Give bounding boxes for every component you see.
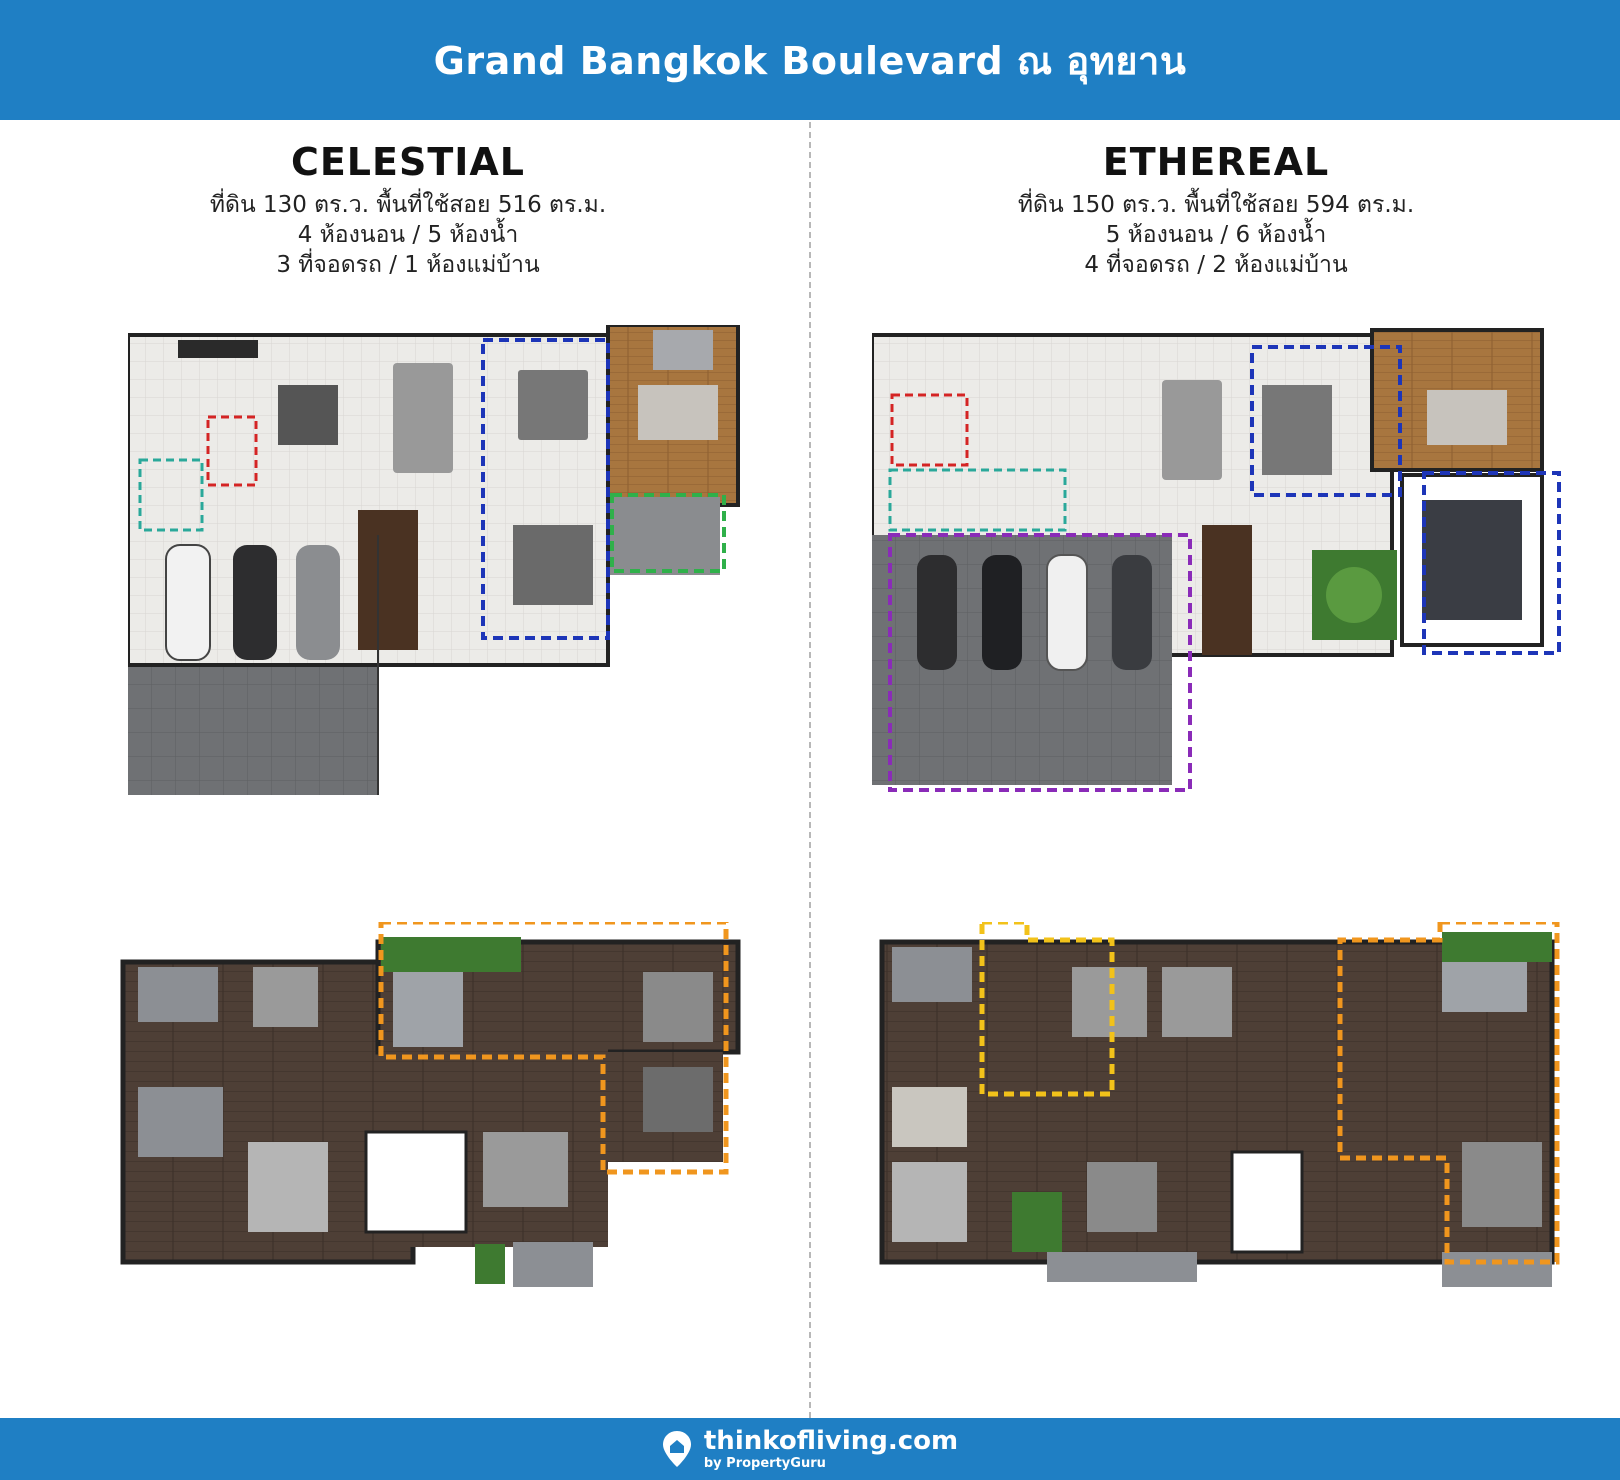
footer-banner: thinkofliving.com by PropertyGuru xyxy=(0,1418,1620,1480)
bedroom-suite-highlight xyxy=(979,922,1115,1097)
living-area-highlight xyxy=(481,338,610,640)
location-pin-icon xyxy=(662,1431,691,1467)
parking-highlight xyxy=(888,533,1192,792)
ethereal-spec-rooms: 5 ห้องนอน / 6 ห้องน้ำ xyxy=(1105,222,1327,248)
footer-brand: thinkofliving.com by PropertyGuru xyxy=(704,1428,958,1470)
grand-living-highlight xyxy=(1422,471,1561,655)
brand-sub: by PropertyGuru xyxy=(703,1456,826,1471)
ethereal-info: ETHEREAL ที่ดิน 150 ตร.ว. พื้นที่ใช้สอย … xyxy=(816,140,1616,280)
celestial-upper-floor-plan xyxy=(98,922,758,1317)
ethereal-upper-floor-plan xyxy=(862,922,1592,1317)
laundry-highlight xyxy=(206,415,258,487)
ethereal-ground-floor-plan xyxy=(872,325,1562,810)
celestial-spec-area: ที่ดิน 130 ตร.ว. พื้นที่ใช้สอย 516 ตร.ม. xyxy=(209,192,607,218)
celestial-ground-floor-plan xyxy=(128,325,753,795)
brand-name: thinkofliving.com xyxy=(703,1426,959,1456)
grand-suite-highlight-ethereal xyxy=(1337,922,1560,1265)
center-divider xyxy=(809,122,811,1418)
maid-room-highlight xyxy=(138,458,204,532)
ethereal-spec-area: ที่ดิน 150 ตร.ว. พื้นที่ใช้สอย 594 ตร.ม. xyxy=(1017,192,1415,218)
celestial-title: CELESTIAL xyxy=(290,140,526,184)
project-title: Grand Bangkok Boulevard ณ อุทยาน xyxy=(433,38,1187,83)
celestial-spec-parking: 3 ที่จอดรถ / 1 ห้องแม่บ้าน xyxy=(276,252,540,278)
ethereal-title: ETHEREAL xyxy=(1102,140,1330,184)
living-room-highlight xyxy=(1250,345,1402,497)
celestial-info: CELESTIAL ที่ดิน 130 ตร.ว. พื้นที่ใช้สอย… xyxy=(8,140,808,280)
ethereal-spec-parking: 4 ที่จอดรถ / 2 ห้องแม่บ้าน xyxy=(1084,252,1348,278)
header-banner: Grand Bangkok Boulevard ณ อุทยาน xyxy=(0,0,1620,120)
terrace-highlight xyxy=(610,493,726,573)
laundry-highlight-ethereal xyxy=(890,393,969,467)
celestial-spec-rooms: 4 ห้องนอน / 5 ห้องน้ำ xyxy=(297,222,519,248)
